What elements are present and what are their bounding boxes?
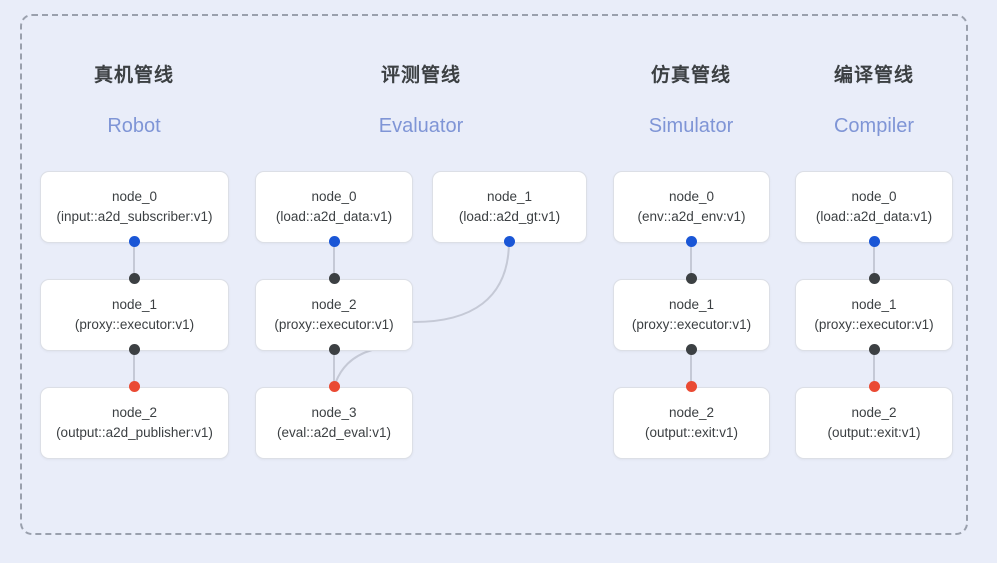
port-internal-simulator-node_1-out[interactable] <box>685 344 697 355</box>
node-type: (proxy::executor:v1) <box>74 317 195 332</box>
node-evaluator-node_2[interactable]: node_2 (proxy::executor:v1) <box>255 279 413 351</box>
port-internal-evaluator-node_2-in[interactable] <box>328 273 340 284</box>
node-name: node_1 <box>111 297 158 312</box>
node-name: node_0 <box>668 189 715 204</box>
node-name: node_1 <box>851 297 897 312</box>
node-type: (output::exit:v1) <box>827 425 921 440</box>
node-type: (proxy::executor:v1) <box>814 317 934 332</box>
node-name: node_2 <box>111 405 158 420</box>
diagram-frame <box>20 14 968 535</box>
node-name: node_2 <box>851 405 897 420</box>
node-name: node_2 <box>668 405 715 420</box>
node-type: (output::a2d_publisher:v1) <box>56 425 213 440</box>
node-robot-node_0[interactable]: node_0 (input::a2d_subscriber:v1) <box>40 171 229 243</box>
port-output-evaluator-node_3[interactable] <box>328 381 340 392</box>
port-internal-simulator-node_1-in[interactable] <box>685 273 697 284</box>
node-robot-node_1[interactable]: node_1 (proxy::executor:v1) <box>40 279 229 351</box>
node-type: (load::a2d_data:v1) <box>275 209 393 224</box>
port-input-evaluator-node_1[interactable] <box>503 236 515 247</box>
node-simulator-node_0[interactable]: node_0 (env::a2d_env:v1) <box>613 171 770 243</box>
node-evaluator-node_0[interactable]: node_0 (load::a2d_data:v1) <box>255 171 413 243</box>
node-name: node_1 <box>668 297 715 312</box>
node-name: node_1 <box>486 189 533 204</box>
node-simulator-node_1[interactable]: node_1 (proxy::executor:v1) <box>613 279 770 351</box>
port-internal-evaluator-node_2-out[interactable] <box>328 344 340 355</box>
node-type: (proxy::executor:v1) <box>274 317 394 332</box>
node-compiler-node_1[interactable]: node_1 (proxy::executor:v1) <box>795 279 953 351</box>
node-name: node_3 <box>311 405 357 420</box>
port-input-simulator-node_0[interactable] <box>685 236 697 247</box>
node-name: node_2 <box>311 297 357 312</box>
node-name: node_0 <box>851 189 897 204</box>
port-output-simulator-node_2[interactable] <box>685 381 697 392</box>
node-name: node_0 <box>111 189 158 204</box>
node-evaluator-node_1[interactable]: node_1 (load::a2d_gt:v1) <box>432 171 587 243</box>
node-evaluator-node_3[interactable]: node_3 (eval::a2d_eval:v1) <box>255 387 413 459</box>
port-input-robot-node_0[interactable] <box>128 236 140 247</box>
port-output-compiler-node_2[interactable] <box>868 381 880 392</box>
node-compiler-node_0[interactable]: node_0 (load::a2d_data:v1) <box>795 171 953 243</box>
node-type: (input::a2d_subscriber:v1) <box>56 209 213 224</box>
port-internal-robot-node_1-in[interactable] <box>128 273 140 284</box>
port-internal-compiler-node_1-in[interactable] <box>868 273 880 284</box>
node-compiler-node_2[interactable]: node_2 (output::exit:v1) <box>795 387 953 459</box>
port-internal-compiler-node_1-out[interactable] <box>868 344 880 355</box>
node-type: (output::exit:v1) <box>644 425 739 440</box>
node-type: (load::a2d_data:v1) <box>815 209 933 224</box>
node-type: (eval::a2d_eval:v1) <box>276 425 392 440</box>
node-type: (load::a2d_gt:v1) <box>458 209 561 224</box>
port-internal-robot-node_1-out[interactable] <box>128 344 140 355</box>
node-simulator-node_2[interactable]: node_2 (output::exit:v1) <box>613 387 770 459</box>
node-robot-node_2[interactable]: node_2 (output::a2d_publisher:v1) <box>40 387 229 459</box>
node-name: node_0 <box>311 189 357 204</box>
port-output-robot-node_2[interactable] <box>128 381 140 392</box>
node-type: (env::a2d_env:v1) <box>637 209 746 224</box>
port-input-evaluator-node_0[interactable] <box>328 236 340 247</box>
port-input-compiler-node_0[interactable] <box>868 236 880 247</box>
node-type: (proxy::executor:v1) <box>631 317 752 332</box>
